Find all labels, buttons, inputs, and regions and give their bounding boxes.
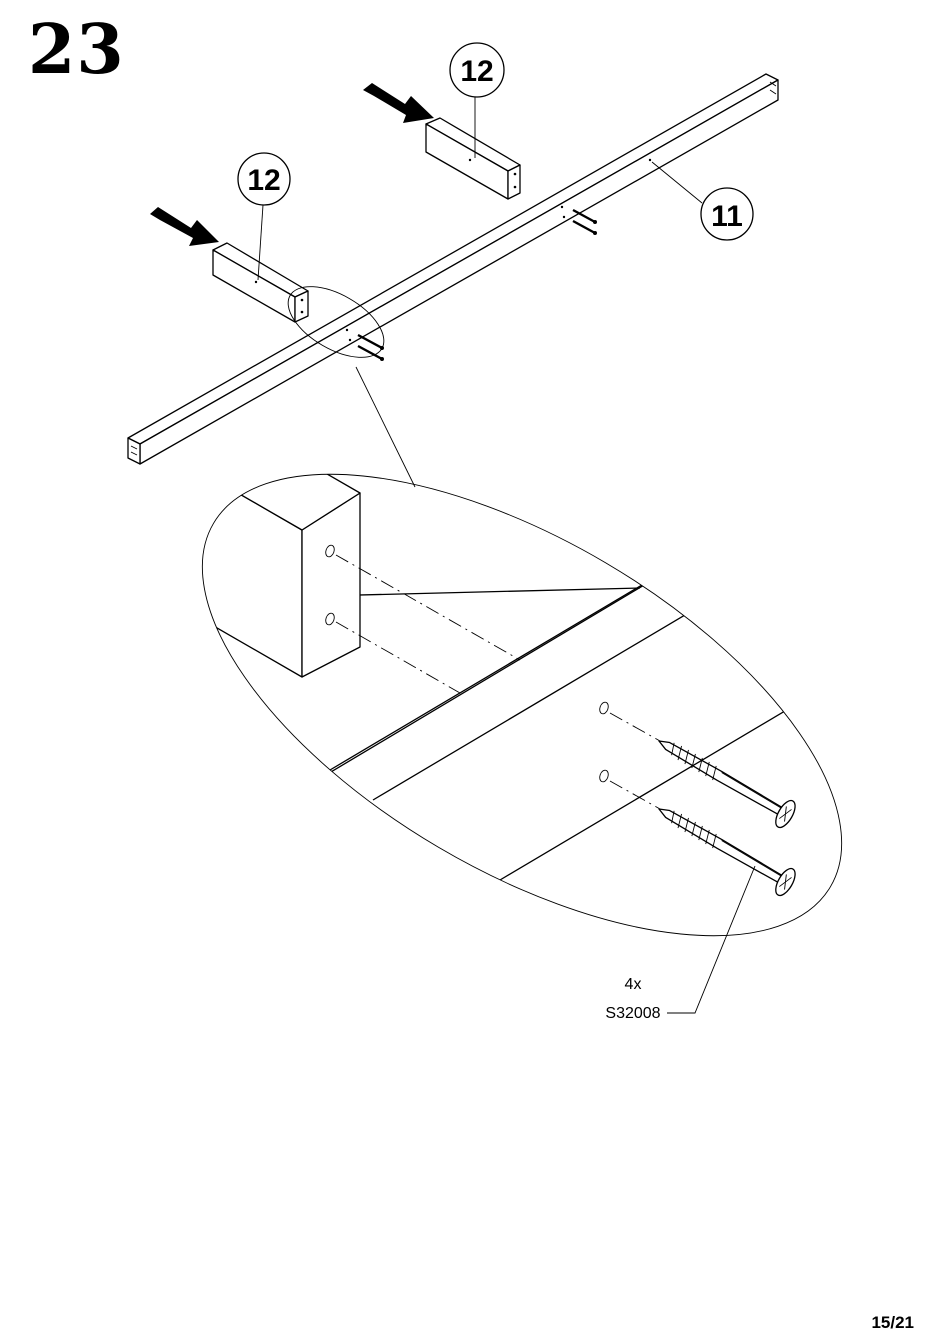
block-part-12-upper [426,118,520,199]
block-part-12-lower [213,243,308,322]
callout-label: 12 [460,55,493,88]
callout-part-11: 11 [652,162,753,240]
arrow-icon-upper [363,83,434,123]
screw-lower [652,796,800,898]
fastener-callout: 4x S32008 [605,866,755,1022]
page-number: 15/21 [871,1313,914,1333]
callout-label: 12 [247,164,280,197]
detail-view [130,381,930,1029]
arrow-icon-lower [150,207,219,246]
fastener-quantity: 4x [625,976,642,993]
fastener-code: S32008 [605,1005,660,1022]
callout-label: 11 [711,200,743,233]
